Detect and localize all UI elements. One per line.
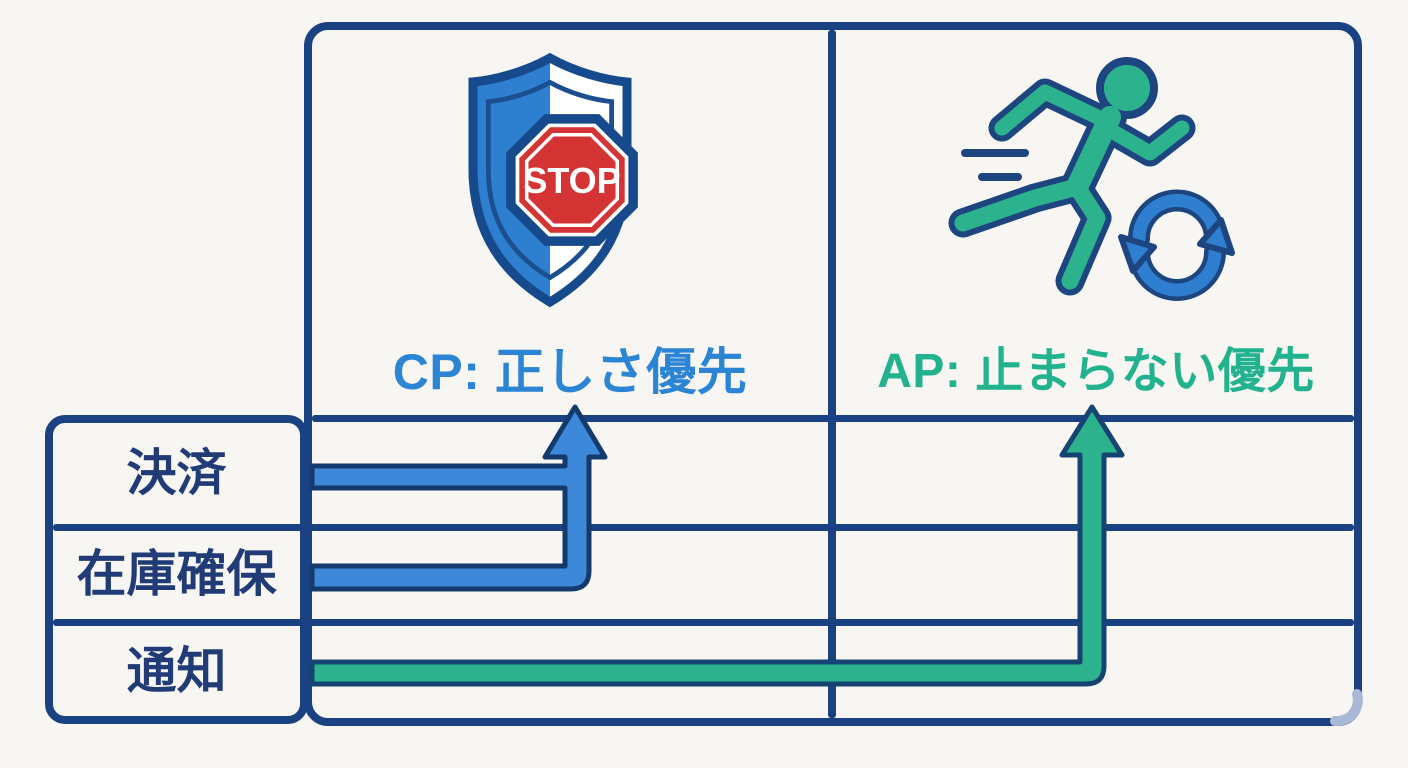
arrow-to-cp	[309, 404, 608, 592]
row-label-box	[45, 415, 308, 724]
row-label-inventory: 在庫確保	[76, 546, 277, 602]
arrow-to-ap	[309, 404, 1125, 687]
runner-sync-icon	[948, 57, 1235, 301]
row-label-payment: 決済	[126, 445, 227, 501]
row-line-top	[312, 415, 1354, 422]
panel-divider	[828, 30, 836, 718]
shield-stop-icon: STOP	[468, 52, 638, 308]
stop-sign: STOP	[506, 114, 638, 246]
cp-panel-label: CP: 正しさ優先	[392, 344, 748, 400]
main-grid-box	[304, 22, 1362, 726]
shield-inner-line	[486, 79, 615, 281]
row-divider-1	[53, 524, 1354, 531]
runner-body	[954, 84, 1190, 290]
row-divider-2	[53, 619, 1354, 626]
speed-lines-icon	[961, 149, 1029, 181]
corner-curl	[1330, 689, 1363, 727]
ap-panel-label: AP: 止まらない優先	[877, 345, 1315, 398]
stop-sign-text: STOP	[523, 160, 620, 201]
sync-icon	[1118, 189, 1235, 301]
row-label-notification: 通知	[126, 643, 227, 699]
